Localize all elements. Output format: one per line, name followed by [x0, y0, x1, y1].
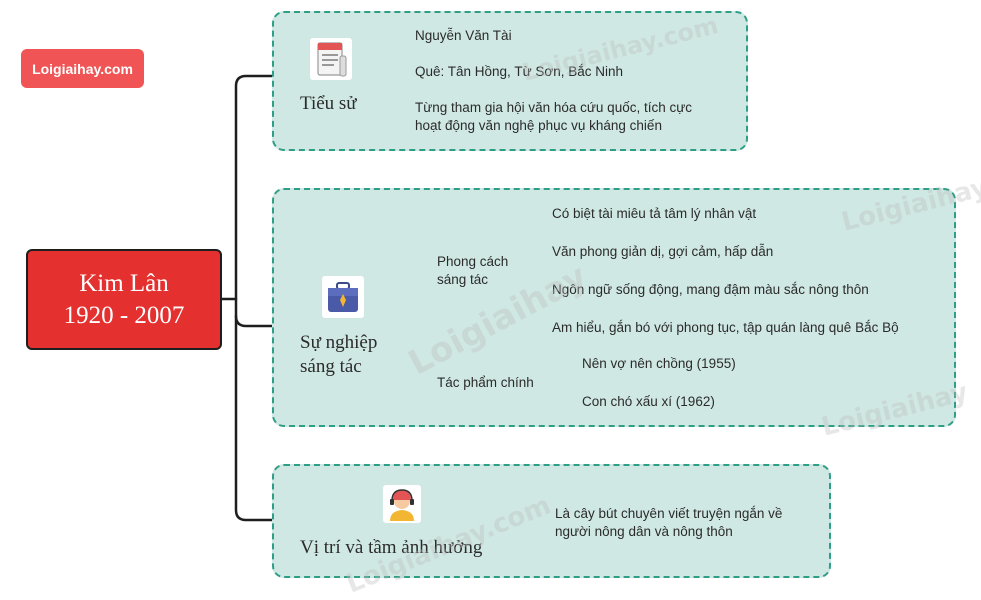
position-text-2: người nông dân và nông thôn — [555, 524, 733, 539]
style-item-4: Am hiểu, gắn bó với phong tục, tập quán … — [552, 320, 899, 335]
person-headset-icon — [383, 485, 421, 523]
style-item-1: Có biệt tài miêu tả tâm lý nhân vật — [552, 206, 757, 221]
career-label-1: Sự nghiệp — [300, 332, 378, 353]
position-text-1: Là cây bút chuyên viết truyện ngắn về — [555, 506, 783, 521]
bio-panel — [272, 11, 748, 151]
bio-item-2: Quê: Tân Hồng, Từ Sơn, Bắc Ninh — [415, 64, 623, 79]
newspaper-icon — [310, 38, 352, 80]
bio-item-1: Nguyễn Văn Tài — [415, 28, 512, 43]
works-item-2: Con chó xấu xí (1962) — [582, 394, 715, 409]
career-panel — [272, 188, 956, 427]
root-node: Kim Lân 1920 - 2007 — [26, 249, 222, 350]
root-years: 1920 - 2007 — [63, 301, 185, 329]
career-label-2: sáng tác — [300, 356, 362, 377]
position-label: Vị trí và tầm ảnh hưởng — [300, 537, 483, 558]
briefcase-icon — [322, 276, 364, 318]
works-item-1: Nên vợ nên chồng (1955) — [582, 356, 736, 371]
style-label-2: sáng tác — [437, 272, 489, 287]
style-item-2: Văn phong giản dị, gợi cảm, hấp dẫn — [552, 244, 774, 259]
position-panel — [272, 464, 831, 578]
site-badge[interactable]: Loigiaihay.com — [21, 49, 144, 88]
root-name: Kim Lân — [79, 269, 169, 297]
bio-item-3b: hoạt động văn nghệ phục vụ kháng chiến — [415, 118, 662, 133]
bio-label: Tiểu sử — [300, 93, 357, 114]
works-label: Tác phẩm chính — [437, 375, 534, 390]
style-label-1: Phong cách — [437, 254, 509, 269]
style-item-3: Ngôn ngữ sống động, mang đậm màu sắc nôn… — [552, 282, 869, 297]
bio-item-3a: Từng tham gia hội văn hóa cứu quốc, tích… — [415, 100, 693, 115]
